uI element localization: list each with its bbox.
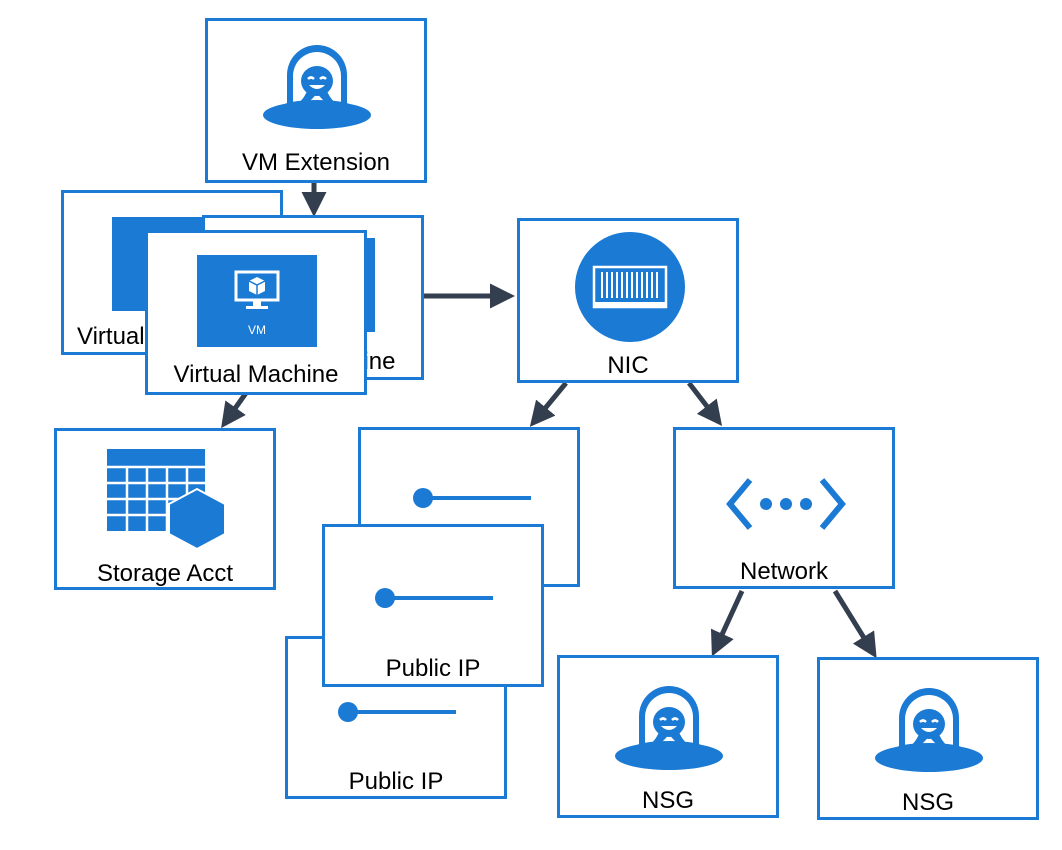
network-label: Network (739, 558, 829, 585)
edge-network-to-nsg-1 (710, 589, 745, 657)
edge-nic-to-network (687, 381, 723, 426)
public-ip-icon (413, 488, 531, 508)
public-ip-label: Public IP (385, 655, 481, 682)
edge-vm-to-storage (221, 391, 249, 429)
public-ip-icon (375, 588, 493, 608)
vm-icon-text: VM (248, 323, 266, 337)
public-ip-node-mid[interactable]: Public IP (322, 524, 544, 687)
alien-ufo-icon (615, 686, 723, 770)
nic-label: NIC (607, 352, 649, 379)
vm-extension-label: VM Extension (241, 149, 391, 176)
network-card-icon (575, 232, 685, 342)
virtual-machine-label: Virtual Machine (173, 361, 339, 388)
virtual-machine-node-front[interactable]: VM Virtual Machine (145, 230, 367, 395)
network-node[interactable]: Network (673, 427, 895, 589)
virtual-machine-icon: VM (197, 255, 317, 347)
public-ip-icon (338, 702, 456, 722)
edge-nic-to-public-ip (529, 381, 568, 427)
public-ip-label: Public IP (348, 768, 444, 795)
nsg-node-2[interactable]: NSG (817, 657, 1039, 820)
virtual-network-icon (726, 478, 846, 530)
nsg-label: NSG (641, 787, 694, 814)
nsg-node-1[interactable]: NSG (557, 655, 779, 818)
alien-ufo-icon (875, 688, 983, 772)
storage-account-icon (107, 449, 226, 551)
monitor-icon (234, 270, 280, 309)
storage-account-node[interactable]: Storage Acct (54, 428, 276, 590)
alien-ufo-icon (263, 45, 371, 129)
vm-extension-node[interactable]: VM Extension (205, 18, 427, 183)
nic-node[interactable]: NIC (517, 218, 739, 383)
edge-network-to-nsg-2 (832, 589, 877, 659)
storage-account-label: Storage Acct (96, 560, 234, 587)
nsg-label: NSG (901, 789, 954, 816)
